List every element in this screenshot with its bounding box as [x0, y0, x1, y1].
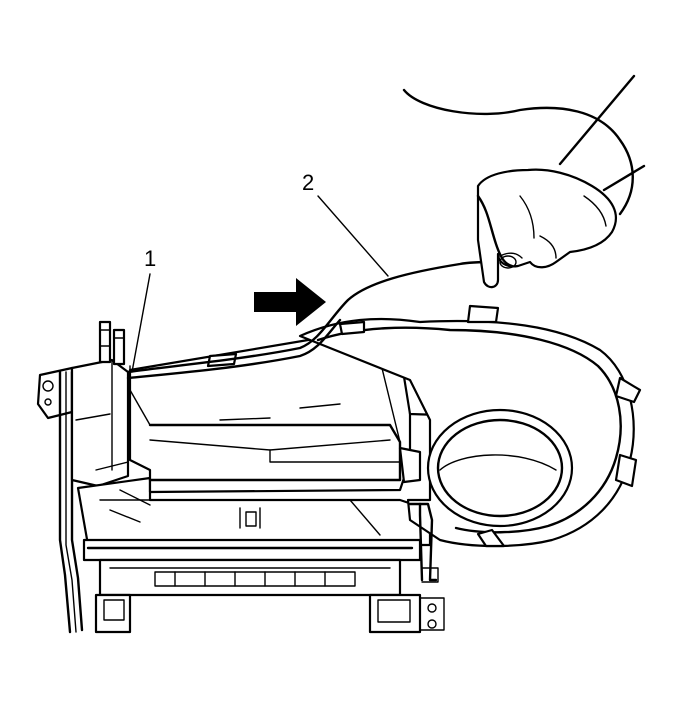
callout-1-label: 1 [144, 246, 156, 271]
hvac-module-housing [36, 304, 642, 634]
seal-strip [126, 260, 497, 381]
callout-1: 1 [131, 246, 156, 373]
hand-illustration [402, 74, 646, 289]
callout-2: 2 [302, 170, 389, 277]
callout-2-label: 2 [302, 170, 314, 195]
right-arrow-icon [254, 278, 326, 326]
